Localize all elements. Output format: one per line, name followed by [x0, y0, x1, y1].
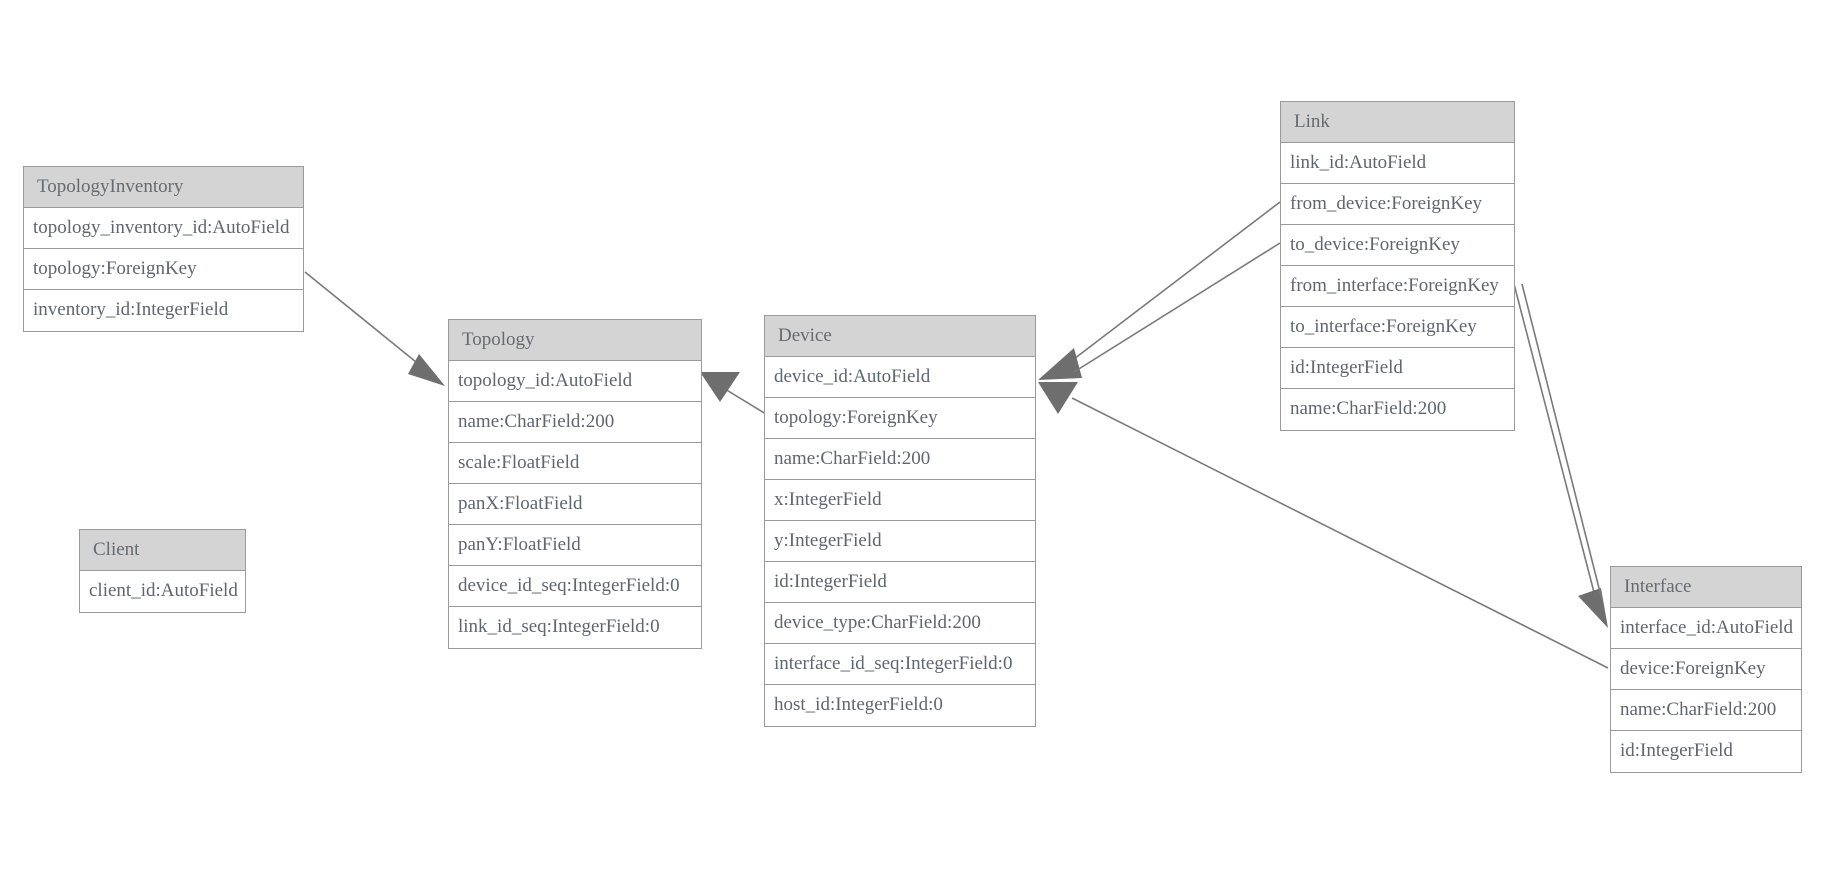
entity-topology[interactable]: Topology topology_id:AutoField name:Char…	[448, 319, 702, 649]
field-row: scale:FloatField	[449, 443, 701, 484]
edge-link-to-device	[1073, 242, 1281, 373]
entity-title-topology-inventory: TopologyInventory	[24, 167, 303, 208]
field-row: name:CharField:200	[765, 439, 1035, 480]
field-row: link_id_seq:IntegerField:0	[449, 607, 701, 648]
field-row: from_interface:ForeignKey	[1281, 266, 1514, 307]
edge-link-from-device	[1038, 201, 1281, 380]
field-row: device_id:AutoField	[765, 357, 1035, 398]
field-row: topology:ForeignKey	[24, 249, 303, 290]
edge-link-to-interface	[1521, 283, 1603, 601]
edge-topologyinventory-topology	[304, 271, 445, 386]
field-row: to_interface:ForeignKey	[1281, 307, 1514, 348]
field-row: panX:FloatField	[449, 484, 701, 525]
field-row: name:CharField:200	[1281, 389, 1514, 430]
entity-topology-inventory[interactable]: TopologyInventory topology_inventory_id:…	[23, 166, 304, 332]
entity-title-interface: Interface	[1611, 567, 1801, 608]
field-row: interface_id:AutoField	[1611, 608, 1801, 649]
field-row: name:CharField:200	[1611, 690, 1801, 731]
field-row: topology_id:AutoField	[449, 361, 701, 402]
field-row: link_id:AutoField	[1281, 143, 1514, 184]
field-row: to_device:ForeignKey	[1281, 225, 1514, 266]
entity-device[interactable]: Device device_id:AutoField topology:Fore…	[764, 315, 1036, 727]
entity-title-topology: Topology	[449, 320, 701, 361]
edge-link-from-interface	[1513, 283, 1608, 628]
field-row: interface_id_seq:IntegerField:0	[765, 644, 1035, 685]
field-row: device:ForeignKey	[1611, 649, 1801, 690]
edge-device-topology	[700, 372, 767, 415]
entity-link[interactable]: Link link_id:AutoField from_device:Forei…	[1280, 101, 1515, 431]
field-row: topology:ForeignKey	[765, 398, 1035, 439]
field-row: from_device:ForeignKey	[1281, 184, 1514, 225]
field-row: y:IntegerField	[765, 521, 1035, 562]
field-row: name:CharField:200	[449, 402, 701, 443]
field-row: x:IntegerField	[765, 480, 1035, 521]
field-row: id:IntegerField	[1281, 348, 1514, 389]
entity-title-device: Device	[765, 316, 1035, 357]
field-row: id:IntegerField	[765, 562, 1035, 603]
field-row: device_type:CharField:200	[765, 603, 1035, 644]
field-row: panY:FloatField	[449, 525, 701, 566]
entity-client[interactable]: Client client_id:AutoField	[79, 529, 246, 613]
field-row: inventory_id:IntegerField	[24, 290, 303, 331]
field-row: id:IntegerField	[1611, 731, 1801, 772]
field-row: device_id_seq:IntegerField:0	[449, 566, 701, 607]
field-row: topology_inventory_id:AutoField	[24, 208, 303, 249]
entity-title-link: Link	[1281, 102, 1514, 143]
field-row: host_id:IntegerField:0	[765, 685, 1035, 726]
entity-interface[interactable]: Interface interface_id:AutoField device:…	[1610, 566, 1802, 773]
entity-title-client: Client	[80, 530, 245, 571]
field-row: client_id:AutoField	[80, 571, 245, 612]
